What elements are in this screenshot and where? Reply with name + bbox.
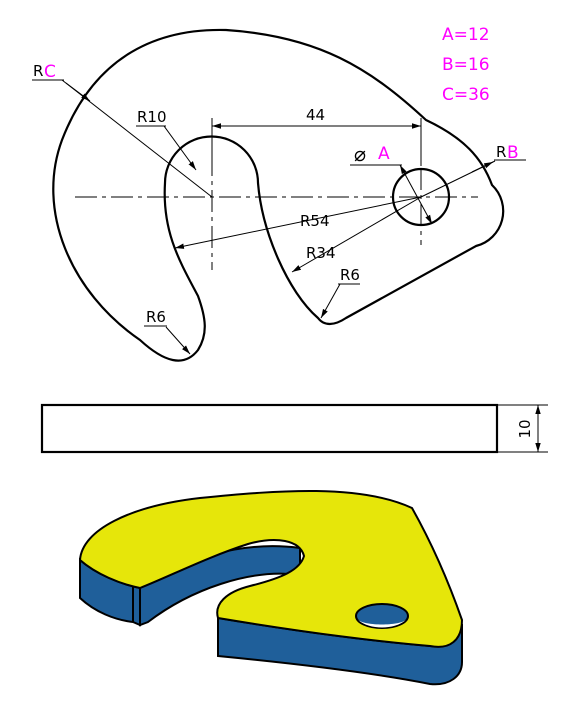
dim-r54: R54 [300, 212, 330, 230]
leader-r6-left [165, 326, 191, 355]
dim-r10: R10 [137, 108, 167, 126]
leader-phi-a [399, 164, 433, 225]
dim-rb-var: B [507, 143, 519, 163]
part-outline [52, 28, 505, 362]
param-a: A=12 [442, 25, 490, 45]
dim-r6-left: R6 [146, 308, 166, 326]
leader-r6-right [320, 283, 341, 319]
leader-r54 [174, 196, 422, 249]
dim-rc-var: C [44, 62, 56, 82]
front-view-rect [40, 403, 499, 454]
param-c: C=36 [442, 85, 490, 105]
arrow-rb [471, 161, 494, 173]
dim-phi-symbol: ⌀ [354, 142, 366, 166]
param-b: B=16 [442, 55, 490, 75]
leader-r34 [291, 196, 422, 273]
dim-r34: R34 [306, 244, 336, 262]
dim-thickness: 10 [516, 419, 534, 438]
leader-rc [61, 79, 213, 198]
arrow-rc [65, 82, 91, 102]
dim-r6-right: R6 [340, 266, 360, 284]
dim-rc-prefix: R [33, 62, 43, 80]
dim-phi-var: A [378, 144, 390, 164]
front-view: 10 [40, 403, 548, 454]
iso-hole-bottom [358, 620, 406, 628]
dim-rb-prefix: R [496, 143, 506, 161]
leader-r10 [163, 125, 197, 171]
dim-44: 44 [306, 106, 325, 124]
top-view: 44 R10 R C ⌀ A R B R54 R34 R6 [32, 25, 526, 362]
iso-hole [355, 603, 409, 629]
isometric-view [78, 489, 464, 686]
